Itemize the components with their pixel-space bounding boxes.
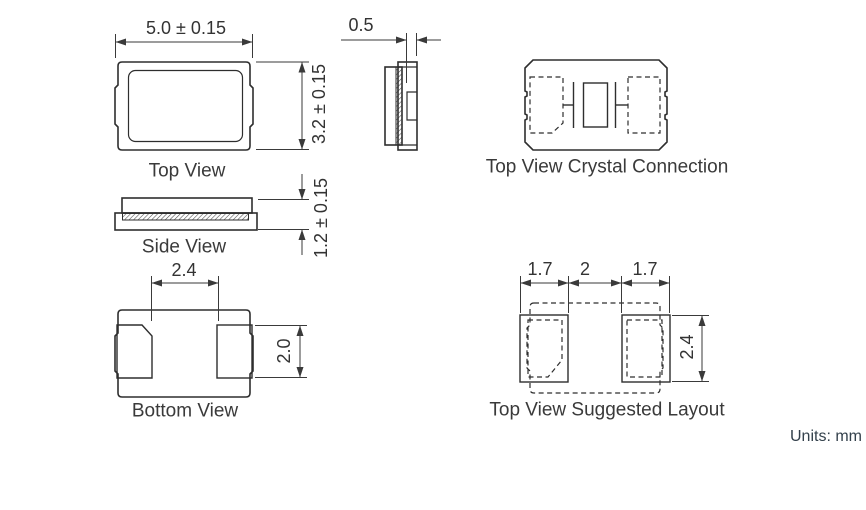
units-label: Units: mm [790, 428, 862, 445]
top-view-package-outline [114, 61, 254, 151]
side-view-title: Side View [141, 236, 227, 258]
side-view-lid [121, 197, 253, 214]
crystal-symbol [563, 82, 628, 128]
layout-pad-height-dimension-label: 2.4 [677, 334, 697, 360]
layout-right-land-pad [621, 314, 671, 383]
layout-gap-dimension-label: 2 [579, 259, 591, 279]
top-view-drawing [114, 34, 309, 151]
bottom-view-span-dimension-label: 2.4 [171, 260, 197, 280]
end-view-lid-dimension-label: 0.5 [348, 15, 374, 35]
bottom-view-pad-height-dimension-lines [255, 325, 307, 378]
bottom-view-right-pad [216, 324, 253, 379]
layout-right-pad-dashed [626, 319, 663, 378]
layout-left-land-pad [519, 314, 569, 383]
top-view-height-dimension-lines [256, 61, 309, 150]
side-view-height-dimension-label: 1.2 ± 0.15 [311, 178, 331, 258]
layout-package-outline-dashed [526, 302, 664, 394]
top-view-height-dimension-label: 3.2 ± 0.15 [309, 64, 329, 144]
top-view-width-dimension-lines [115, 34, 253, 58]
end-view-drawing [341, 33, 441, 151]
end-view-seam-hatch [395, 66, 403, 146]
layout-left-pad-dimension-label: 1.7 [527, 259, 553, 279]
bottom-view-left-pad [116, 324, 153, 379]
bottom-view-package-outline [114, 309, 254, 398]
bottom-view-drawing [114, 276, 307, 398]
layout-left-pad-dashed [527, 319, 563, 378]
top-view-cavity-outline [127, 69, 244, 143]
top-view-width-dimension-label: 5.0 ± 0.15 [146, 18, 226, 38]
layout-horizontal-dimension-lines [520, 276, 670, 313]
connection-right-pad-dashed [627, 76, 661, 134]
layout-right-pad-dimension-label: 1.7 [632, 259, 658, 279]
bottom-view-title: Bottom View [131, 400, 239, 422]
crystal-connection-title: Top View Crystal Connection [485, 156, 729, 178]
side-view-drawing [114, 174, 309, 255]
connection-package-outline [524, 59, 668, 151]
end-view-lid-dimension-lines [341, 33, 441, 83]
suggested-layout-drawing [519, 276, 709, 394]
bottom-view-pad-height-dimension-label: 2.0 [274, 338, 294, 364]
side-view-seam-hatch [122, 213, 249, 221]
side-view-height-dimension-lines [258, 174, 309, 255]
suggested-layout-title: Top View Suggested Layout [489, 399, 725, 421]
connection-left-pad-dashed [529, 76, 564, 134]
end-view-lid [397, 61, 418, 151]
layout-pad-height-dimension-lines [672, 315, 709, 382]
bottom-view-span-dimension-lines [151, 276, 219, 321]
top-view-title: Top View [148, 160, 226, 182]
end-view-electrode-notch [406, 91, 417, 121]
crystal-connection-drawing [524, 59, 668, 151]
